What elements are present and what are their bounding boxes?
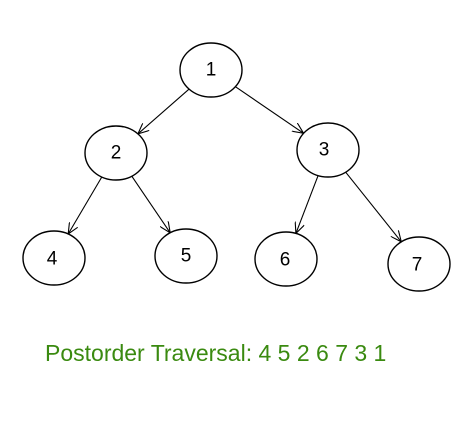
node-circle	[22, 230, 86, 286]
tree-node-4: 4	[22, 230, 86, 286]
traversal-caption: Postorder Traversal: 4 5 2 6 7 3 1	[45, 340, 386, 366]
node-circle	[387, 236, 451, 292]
edges	[68, 86, 402, 242]
node-circle	[254, 231, 318, 287]
node-circle	[84, 125, 148, 181]
edge-3-7	[345, 171, 402, 242]
edge-1-3	[235, 86, 303, 134]
node-circle	[296, 122, 360, 178]
tree-node-1: 1	[179, 42, 243, 98]
node-circle	[179, 42, 243, 98]
node-label: 6	[280, 250, 291, 271]
tree-node-3: 3	[296, 122, 360, 178]
tree-node-7: 7	[387, 236, 451, 292]
node-label: 3	[319, 140, 330, 161]
tree-node-2: 2	[84, 125, 148, 181]
node-label: 7	[412, 255, 423, 276]
node-label: 2	[111, 143, 122, 164]
edge-1-2	[138, 88, 190, 134]
edge-2-4	[68, 176, 103, 234]
edge-2-5	[131, 175, 170, 233]
edge-3-6	[296, 175, 319, 234]
node-label: 1	[206, 60, 217, 81]
node-circle	[154, 228, 218, 284]
nodes: 1 2 3 4 5 6 7	[22, 42, 451, 292]
node-label: 5	[181, 246, 192, 267]
tree-node-5: 5	[154, 228, 218, 284]
node-label: 4	[47, 249, 58, 270]
tree-node-6: 6	[254, 231, 318, 287]
